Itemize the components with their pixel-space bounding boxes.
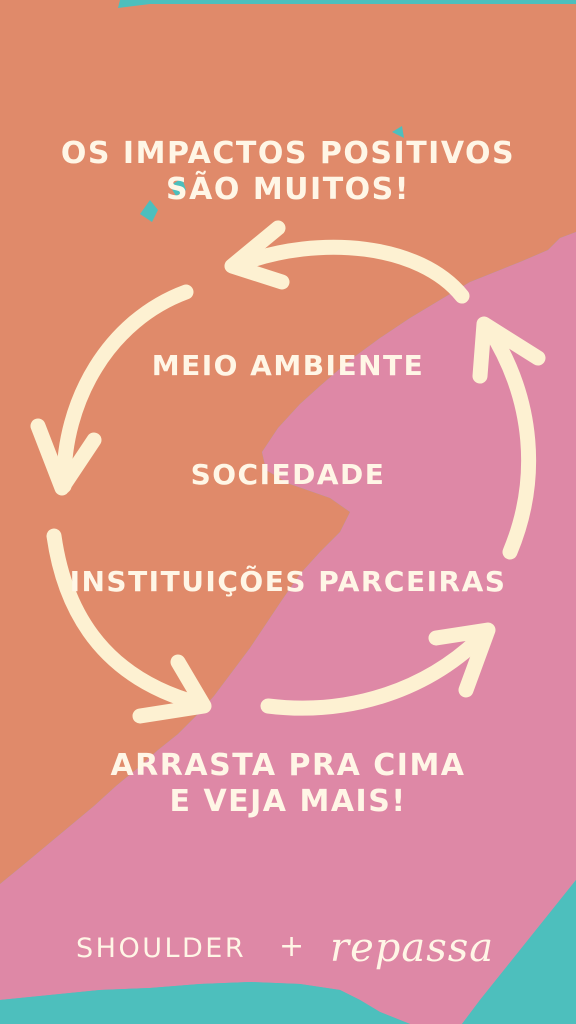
arrow-bottom-left — [46, 528, 208, 712]
repassa-logo: repassa — [330, 925, 495, 971]
arrow-left — [56, 284, 194, 494]
cta-line-2: E VEJA MAIS! — [169, 784, 407, 819]
headline-line-2: SÃO MUITOS! — [166, 172, 410, 207]
swipe-up-cta[interactable]: ARRASTA PRA CIMA E VEJA MAIS! — [0, 748, 576, 820]
arrow-bottom-left-head — [132, 654, 212, 724]
arrow-right-head — [472, 316, 546, 384]
plus-sign: + — [279, 929, 305, 964]
cycle-item-environment: MEIO AMBIENTE — [151, 349, 425, 382]
arrow-bottom-right — [260, 624, 494, 716]
orange-brush — [0, 0, 576, 884]
arrow-left-head — [30, 418, 102, 496]
headline-line-1: OS IMPACTOS POSITIVOS — [60, 136, 516, 171]
pink-brush — [0, 232, 576, 1024]
arrow-bottom-right-head — [428, 622, 496, 698]
headline: OS IMPACTOS POSITIVOS SÃO MUITOS! — [0, 136, 576, 208]
cycle-item-partners: INSTITUIÇÕES PARCEIRAS — [69, 565, 507, 598]
arrow-top-head — [224, 220, 290, 290]
shoulder-logo: SHOULDER — [76, 933, 247, 964]
arrow-right — [482, 322, 537, 560]
cycle-item-society: SOCIEDADE — [190, 458, 386, 491]
cta-line-1: ARRASTA PRA CIMA — [110, 748, 466, 783]
footer-brands: SHOULDER + repassa — [0, 925, 576, 975]
arrow-top — [232, 239, 470, 304]
